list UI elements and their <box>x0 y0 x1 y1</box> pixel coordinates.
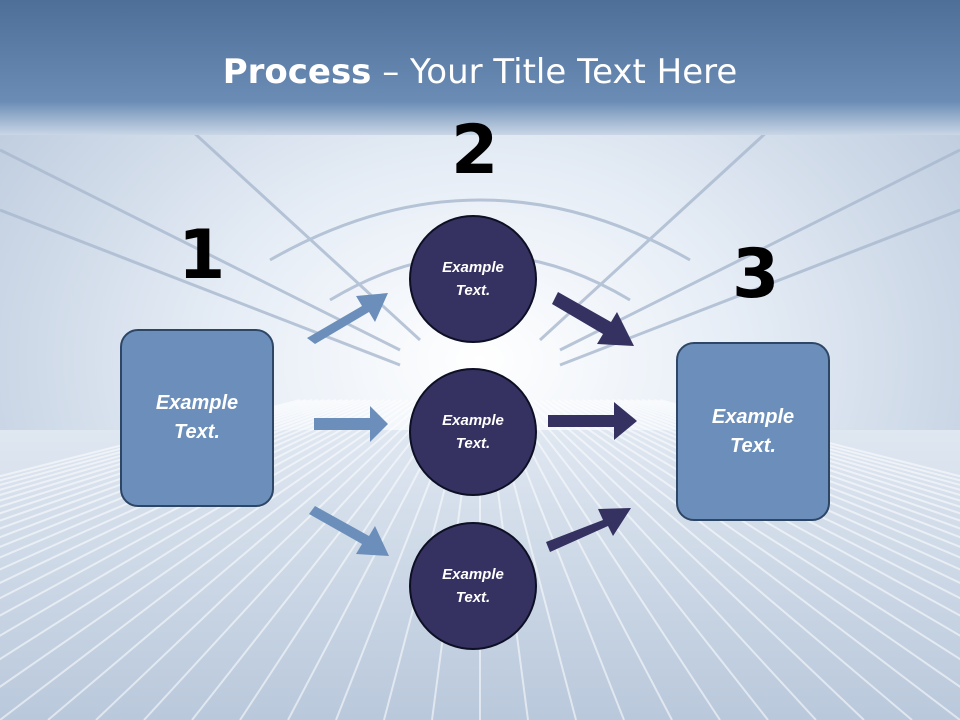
right-step-text: Example Text. <box>711 405 795 457</box>
arrow-left-up <box>307 293 388 344</box>
arrow-left-down <box>309 506 389 556</box>
left-step-box: Example Text. <box>120 329 274 507</box>
title-bold: Process <box>222 52 372 92</box>
arrow-right-up <box>546 508 631 552</box>
circle-top: Example Text. <box>409 215 537 343</box>
circle-bottom: Example Text. <box>409 522 537 650</box>
step-number-3: 3 <box>732 235 780 314</box>
title-rest: – Your Title Text Here <box>371 52 738 92</box>
circle-middle: Example Text. <box>409 368 537 496</box>
circle-middle-text: Example Text. <box>442 412 504 452</box>
step-number-2: 2 <box>451 111 499 190</box>
step-number-1: 1 <box>178 216 226 295</box>
circle-bottom-text: Example Text. <box>442 566 504 606</box>
left-step-text: Example Text. <box>155 392 239 443</box>
circle-top-text: Example Text. <box>442 259 504 299</box>
arrow-right-middle <box>548 402 637 440</box>
page-title: Process – Your Title Text Here <box>0 52 960 92</box>
arrow-right-down <box>552 292 634 346</box>
arrow-left-middle <box>314 406 388 442</box>
right-step-box: Example Text. <box>676 342 830 521</box>
